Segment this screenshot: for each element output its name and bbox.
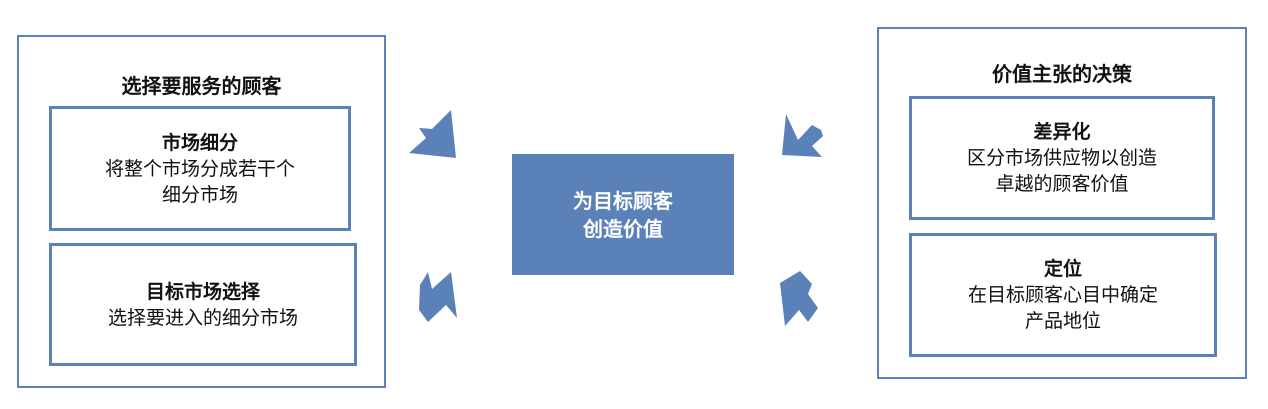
market-segmentation-title: 市场细分 <box>161 131 238 154</box>
differentiation-desc-line-1: 区分市场供应物以创造 <box>966 147 1157 169</box>
target-market-selection-title: 目标市场选择 <box>145 280 260 303</box>
positioning-box: 定位 在目标顾客心目中确定 产品地位 <box>909 233 1217 357</box>
market-segmentation-box: 市场细分 将整个市场分成若干个 细分市场 <box>49 106 351 231</box>
left-panel: 选择要服务的顾客 市场细分 将整个市场分成若干个 细分市场 目标市场选择 选择要… <box>17 35 386 388</box>
positioning-desc-line-2: 产品地位 <box>1024 310 1101 332</box>
positioning-title: 定位 <box>1043 258 1082 280</box>
left-panel-title: 选择要服务的顾客 <box>121 74 282 98</box>
differentiation-box: 差异化 区分市场供应物以创造 卓越的顾客价值 <box>909 96 1215 220</box>
market-segmentation-desc-line-1: 将整个市场分成若干个 <box>104 157 295 180</box>
right-panel-title: 价值主张的决策 <box>992 62 1132 86</box>
create-value-box: 为目标顾客 创造价值 <box>512 154 734 275</box>
differentiation-title: 差异化 <box>1033 121 1091 143</box>
arrow-icon-left-top <box>409 110 456 158</box>
arrow-icon-right-bottom <box>780 271 818 326</box>
target-market-selection-box: 目标市场选择 选择要进入的细分市场 <box>49 243 357 366</box>
target-market-selection-desc-line-1: 选择要进入的细分市场 <box>107 306 298 329</box>
arrow-icon-left-bottom <box>419 272 457 322</box>
differentiation-desc-line-2: 卓越的顾客价值 <box>995 173 1129 195</box>
market-segmentation-desc-line-2: 细分市场 <box>161 183 238 206</box>
positioning-desc-line-1: 在目标顾客心目中确定 <box>967 284 1158 306</box>
arrow-icon-right-top <box>782 114 823 157</box>
create-value-line-2: 创造价值 <box>583 216 663 241</box>
create-value-line-1: 为目标顾客 <box>573 188 673 213</box>
right-panel: 价值主张的决策 差异化 区分市场供应物以创造 卓越的顾客价值 定位 在目标顾客心… <box>877 27 1247 379</box>
